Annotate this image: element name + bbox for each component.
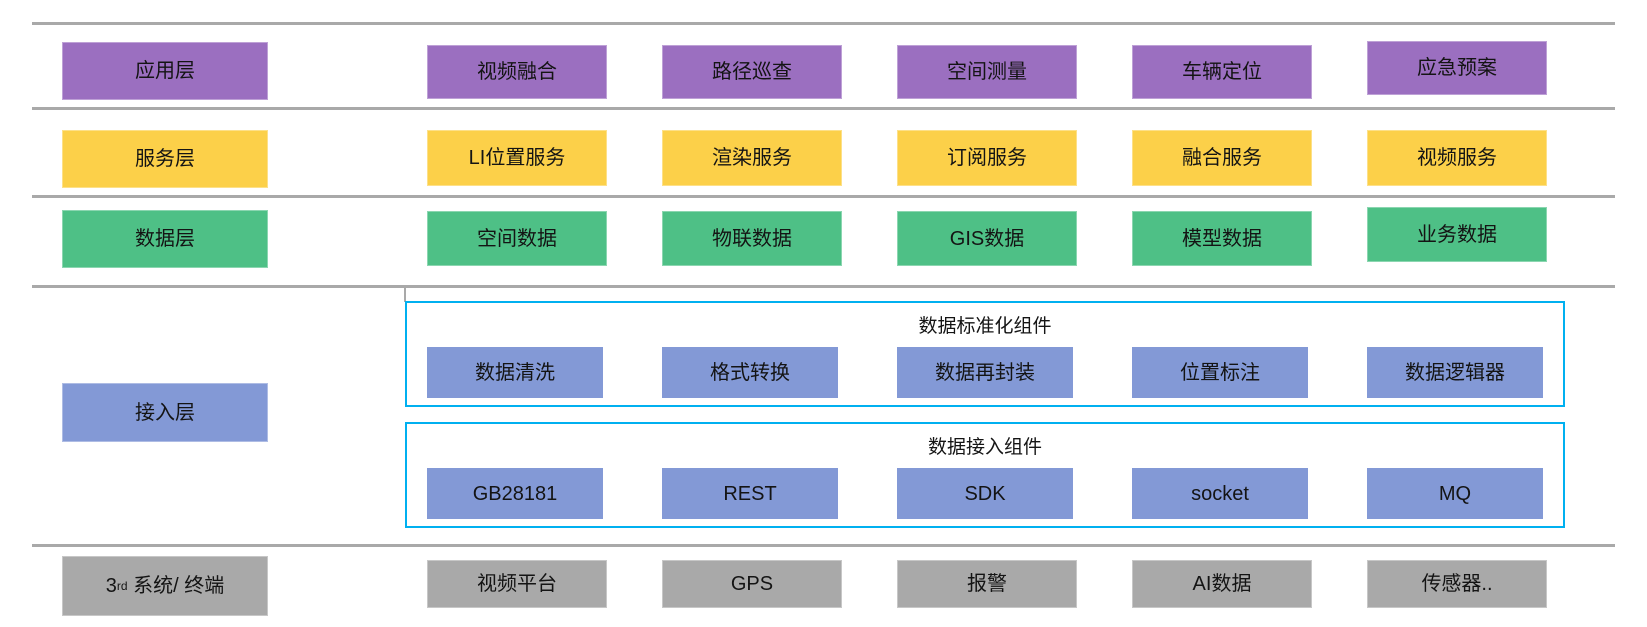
external-item: 传感器.. — [1367, 560, 1547, 608]
data-standardization-group: 数据标准化组件 数据清洗 格式转换 数据再封装 位置标注 数据逻辑器 — [405, 301, 1565, 407]
group-title: 数据接入组件 — [927, 437, 1042, 458]
standardization-item: 数据逻辑器 — [1367, 347, 1543, 398]
standardization-item: 位置标注 — [1132, 347, 1308, 398]
data-layer-label: 数据层 — [62, 210, 268, 268]
divider-data-access — [32, 285, 1615, 288]
service-item: 订阅服务 — [897, 130, 1077, 186]
application-item: 路径巡查 — [662, 45, 842, 99]
service-item: 渲染服务 — [662, 130, 842, 186]
divider-access-external — [32, 544, 1615, 547]
external-item: GPS — [662, 560, 842, 608]
access-protocol-item: SDK — [897, 468, 1073, 519]
external-item: 视频平台 — [427, 560, 607, 608]
data-item: 业务数据 — [1367, 207, 1547, 262]
standardization-item: 格式转换 — [662, 347, 838, 398]
data-item: 物联数据 — [662, 211, 842, 266]
group-title: 数据标准化组件 — [918, 316, 1052, 337]
data-item: 模型数据 — [1132, 211, 1312, 266]
access-protocol-item: REST — [662, 468, 838, 519]
access-protocol-item: MQ — [1367, 468, 1543, 519]
application-item: 应急预案 — [1367, 41, 1547, 95]
application-item: 视频融合 — [427, 45, 607, 99]
external-label-text: 系统/ 终端 — [127, 575, 225, 597]
application-item: 车辆定位 — [1132, 45, 1312, 99]
service-item: 视频服务 — [1367, 130, 1547, 186]
divider-top — [32, 22, 1615, 25]
external-item: AI数据 — [1132, 560, 1312, 608]
connector-stub — [404, 288, 406, 302]
external-item: 报警 — [897, 560, 1077, 608]
service-item: LI位置服务 — [427, 130, 607, 186]
standardization-item: 数据再封装 — [897, 347, 1073, 398]
divider-service-data — [32, 195, 1615, 198]
external-label-number: 3 — [105, 575, 117, 597]
divider-app-service — [32, 107, 1615, 110]
application-layer-label: 应用层 — [62, 42, 268, 100]
data-item: 空间数据 — [427, 211, 607, 266]
access-layer-label: 接入层 — [62, 383, 268, 442]
access-protocol-item: socket — [1132, 468, 1308, 519]
access-protocol-item: GB28181 — [427, 468, 603, 519]
standardization-item: 数据清洗 — [427, 347, 603, 398]
application-item: 空间测量 — [897, 45, 1077, 99]
data-access-group: 数据接入组件 GB28181 REST SDK socket MQ — [405, 422, 1565, 528]
service-item: 融合服务 — [1132, 130, 1312, 186]
service-layer-label: 服务层 — [62, 130, 268, 188]
external-label-ordinal: rd — [116, 579, 128, 593]
data-item: GIS数据 — [897, 211, 1077, 266]
